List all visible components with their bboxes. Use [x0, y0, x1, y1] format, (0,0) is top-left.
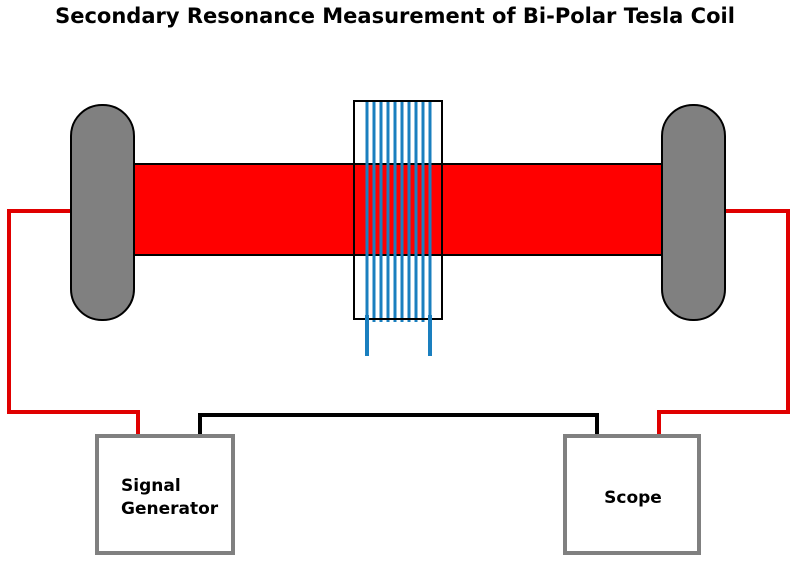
right-terminal — [661, 104, 726, 321]
signal-generator-label-line1: Signal — [121, 476, 181, 496]
diagram-title: Secondary Resonance Measurement of Bi-Po… — [55, 4, 735, 28]
signal-generator-box — [95, 434, 235, 555]
secondary-coil-frame — [353, 100, 443, 320]
scope-label: Scope — [604, 488, 662, 508]
black-wire — [198, 413, 599, 436]
winding — [365, 100, 432, 322]
signal-generator-label-line2: Generator — [121, 499, 219, 519]
left-terminal — [70, 104, 135, 321]
right-red-wire — [657, 209, 790, 436]
scope-box — [563, 434, 701, 555]
left-red-wire — [7, 209, 140, 436]
coil-form — [114, 163, 686, 256]
